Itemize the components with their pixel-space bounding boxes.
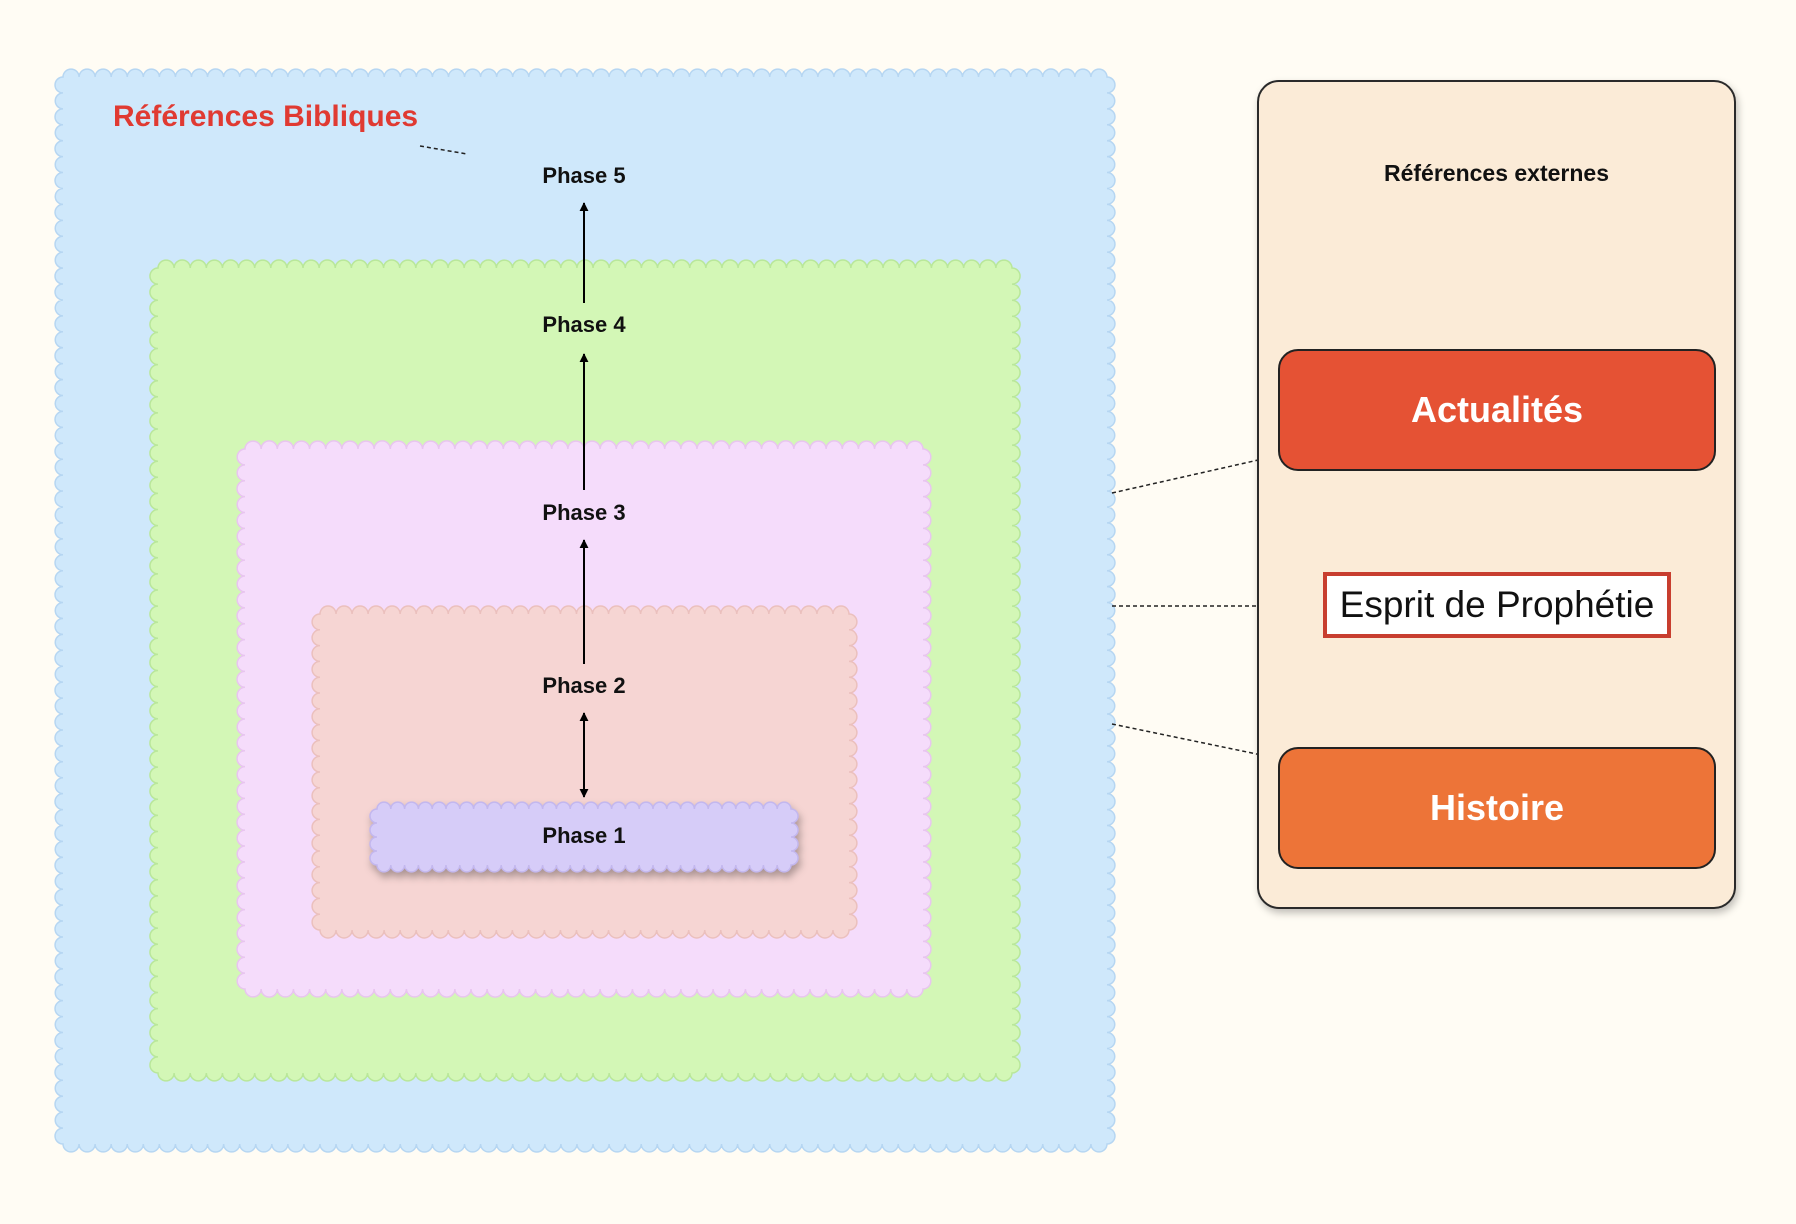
actualites-label: Actualités [1410, 389, 1584, 430]
region-title-references-bibliques: Références Bibliques [113, 100, 419, 133]
external-references-title: Références externes [1383, 160, 1610, 186]
actualites-connector [1111, 455, 1277, 494]
external-references-panel: Références externes Actualités Esprit de… [1257, 80, 1736, 909]
phase-2-label: Phase 2 [542, 673, 626, 698]
actualites-box[interactable]: Actualités [1278, 349, 1716, 471]
region-phase-1-pill [369, 801, 799, 873]
histoire-connector [1111, 723, 1277, 759]
phase-5-label: Phase 5 [542, 163, 626, 188]
phase-3-label: Phase 3 [542, 500, 626, 525]
title-to-phase-5-connector [419, 145, 468, 155]
region-phase-1-pill-shape [369, 801, 799, 873]
phase-1-label: Phase 1 [542, 823, 626, 848]
esprit-de-prophetie-box[interactable]: Esprit de Prophétie [1323, 572, 1671, 638]
histoire-box[interactable]: Histoire [1278, 747, 1716, 869]
phase-4-label: Phase 4 [542, 312, 626, 337]
histoire-label: Histoire [1429, 787, 1565, 828]
esprit-de-prophetie-label: Esprit de Prophétie [1339, 584, 1655, 625]
